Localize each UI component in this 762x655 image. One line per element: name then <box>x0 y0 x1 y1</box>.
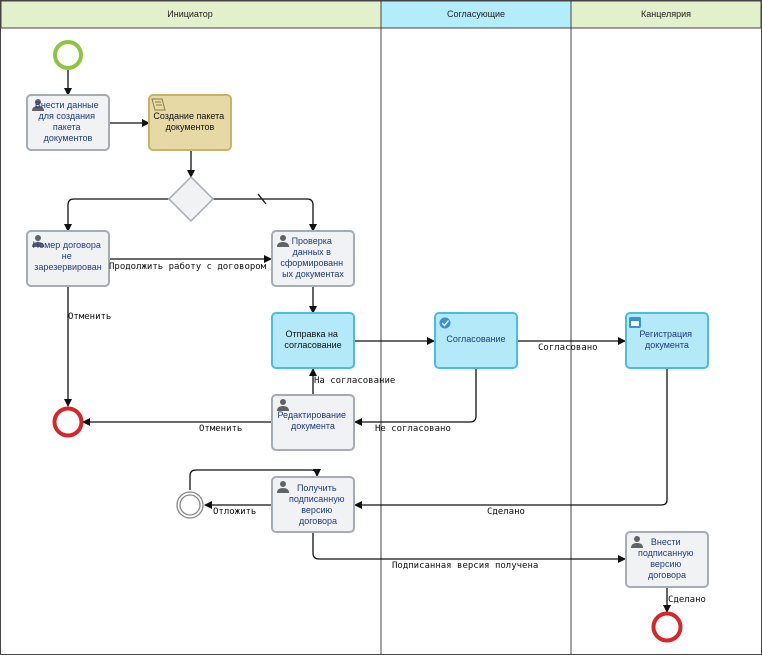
user-icon <box>277 399 289 411</box>
task-not-reserved[interactable]: Номер договора не зарезервирован <box>26 230 110 287</box>
lane-title-office: Канцелярия <box>641 9 691 19</box>
lane-title-approvers: Согласующие <box>447 9 505 19</box>
lane-title-initiator: Инициатор <box>167 9 213 19</box>
script-icon <box>151 98 166 111</box>
label-done-1: Сделано <box>487 507 525 517</box>
lane-header-approvers[interactable] <box>380 0 572 29</box>
svg-text:Внести подписанную: Внести подписанную версию договора <box>638 537 696 580</box>
task-edit-document[interactable]: Редактирование документа <box>271 394 355 451</box>
user-icon <box>32 235 44 247</box>
svg-text:Согласование: Согласование <box>446 334 505 344</box>
flow-labels: Продолжить работу с договором Отменить Н… <box>68 261 706 605</box>
lane-header-initiator[interactable] <box>0 0 382 29</box>
svg-text:Отправка на согласование: Отправка на согласование <box>284 329 341 350</box>
exclusive-gateway[interactable] <box>167 175 215 223</box>
user-icon <box>32 99 44 111</box>
user-icon <box>277 481 289 493</box>
calendar-icon <box>629 317 641 328</box>
task-create-package[interactable]: Создание пакета документов <box>148 94 232 151</box>
user-icon <box>631 536 643 548</box>
sequence-flows <box>64 70 671 613</box>
svg-text:Регистрация документа: Регистрация документа <box>639 329 694 350</box>
intermediate-event-postpone[interactable] <box>176 491 204 519</box>
user-icon <box>277 235 289 247</box>
task-check-data[interactable]: Проверка данных в сформированн ых докуме… <box>271 230 355 287</box>
flow-not-approved[interactable] <box>354 369 477 426</box>
svg-text:Редактирование документа: Редактирование документа <box>277 410 348 431</box>
task-approval[interactable]: Согласование <box>434 312 518 369</box>
svg-text:Номер договора не: Номер договора не зарезервирован <box>33 240 104 272</box>
label-signed-received: Подписанная версия получена <box>392 561 538 571</box>
svg-text:Создание пакета документ: Создание пакета документов <box>153 111 226 132</box>
task-enter-signed-version[interactable]: Внести подписанную версию договора <box>625 531 709 588</box>
flow-signed-received[interactable] <box>312 533 626 563</box>
svg-text:Проверка данных в: Проверка данных в сформированн ых докуме… <box>280 236 345 279</box>
task-enter-data[interactable]: Внести данные для создания пакета докуме… <box>26 94 110 151</box>
svg-text:Внести данные для создан: Внести данные для создания пакета докуме… <box>35 100 101 143</box>
default-flow-slash <box>257 193 267 205</box>
task-register-document[interactable]: Регистрация документа <box>625 312 709 369</box>
flow-gateway-to-check-data[interactable] <box>213 198 317 232</box>
end-event-cancel[interactable] <box>52 406 84 438</box>
approval-check-icon <box>439 317 451 329</box>
label-not-approved: Не согласовано <box>375 424 451 434</box>
svg-text:Получить подписанную: Получить подписанную версию договора <box>289 483 347 526</box>
label-continue: Продолжить работу с договором <box>109 261 267 272</box>
label-postpone: Отложить <box>213 507 256 517</box>
label-cancel-2: Отменить <box>199 424 242 434</box>
flow-intermediate-loop[interactable] <box>189 468 321 490</box>
task-get-signed-version[interactable]: Получить подписанную версию договора <box>271 476 355 533</box>
flow-done-1[interactable] <box>354 369 668 509</box>
lane-header-office[interactable] <box>570 0 762 29</box>
end-event-final[interactable] <box>651 611 683 643</box>
flow-gateway-to-not-reserved[interactable] <box>64 198 169 232</box>
start-event[interactable] <box>53 40 83 70</box>
label-approved: Согласовано <box>538 343 598 353</box>
label-to-approval: На согласование <box>314 376 395 386</box>
label-cancel-1: Отменить <box>68 312 111 322</box>
label-done-2: Сделано <box>668 595 706 605</box>
task-send-for-approval[interactable]: Отправка на согласование <box>271 312 355 369</box>
